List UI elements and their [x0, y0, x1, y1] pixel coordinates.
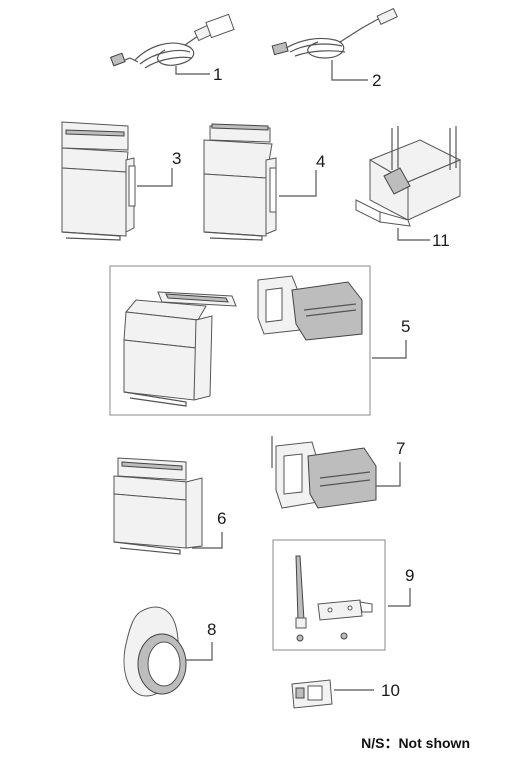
callout-6: 6 [217, 509, 227, 528]
part-2-usb-cable [271, 7, 398, 81]
callout-4: 4 [316, 152, 326, 171]
callout-2: 2 [372, 71, 382, 90]
callout-11: 11 [432, 231, 450, 250]
callout-1: 1 [213, 65, 223, 84]
part-11-bracket [355, 126, 462, 241]
part-10-board [291, 679, 374, 709]
callout-9: 9 [405, 566, 415, 585]
part-3-module [61, 121, 173, 241]
part-4-module [203, 123, 317, 241]
callout-10: 10 [381, 681, 400, 700]
part-5-assembly-kit [109, 265, 407, 416]
part-8-knob [123, 606, 213, 697]
callout-3: 3 [172, 149, 182, 168]
callout-7: 7 [396, 439, 406, 458]
part-6-module [113, 457, 223, 555]
part-9-antenna-kit [272, 539, 411, 651]
callout-5: 5 [401, 317, 411, 336]
footnote-not-shown: N/S：Not shown [361, 735, 470, 751]
callout-8: 8 [207, 620, 217, 639]
part-1-power-cable [110, 13, 235, 75]
part-7-mechanism [271, 436, 401, 509]
